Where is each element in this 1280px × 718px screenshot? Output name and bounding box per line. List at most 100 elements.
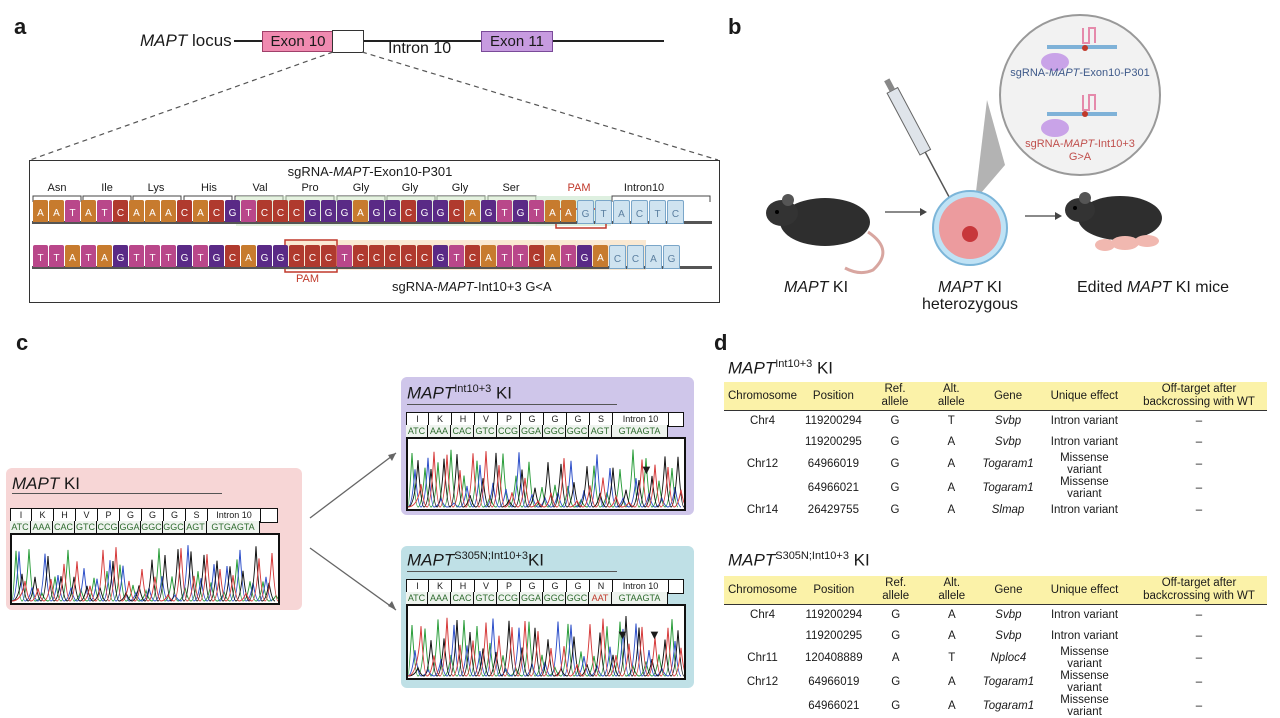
table-cell: 119200295 bbox=[805, 629, 863, 642]
table-cell: A bbox=[947, 629, 956, 642]
base-block: T bbox=[97, 200, 112, 222]
base-block: A bbox=[241, 245, 256, 267]
circle-sg2-label: sgRNA-MAPT-Int10+3 G>A bbox=[1025, 138, 1135, 163]
base-cell: GTC bbox=[474, 592, 497, 604]
trace-line bbox=[407, 615, 685, 677]
base-block: T bbox=[649, 200, 666, 224]
sg1-title: sgRNA-MAPT-Exon10-P301 bbox=[287, 164, 453, 179]
panel-label-c: c bbox=[16, 330, 29, 355]
base-block: G bbox=[321, 200, 336, 222]
table-cell: 119200295 bbox=[805, 435, 862, 448]
chromatogram bbox=[10, 533, 283, 605]
aa-label: Ser bbox=[502, 182, 520, 194]
base-cell: AAT bbox=[589, 592, 612, 604]
base-cell: GGA bbox=[520, 425, 543, 437]
column-header: Alt. allele bbox=[924, 382, 979, 411]
branch-arrows bbox=[309, 452, 397, 611]
mouse1-label: MAPT KI bbox=[784, 279, 849, 296]
base-cell: AAA bbox=[31, 521, 53, 533]
codon-cell: G bbox=[567, 413, 590, 426]
base-block: G bbox=[257, 245, 272, 267]
base-cell: GGC bbox=[141, 521, 163, 533]
table-cell: A bbox=[947, 609, 956, 622]
table-cell: Chr4 bbox=[750, 609, 775, 622]
table-cell: A bbox=[947, 676, 956, 689]
base-cell: AGT bbox=[185, 521, 207, 533]
column-header: Gene bbox=[978, 382, 1038, 411]
codon-cell: G bbox=[521, 413, 544, 426]
table-cell: Intron variant bbox=[1050, 609, 1119, 622]
base-block: C bbox=[417, 245, 432, 267]
trace-line bbox=[407, 618, 682, 677]
base-block: G bbox=[433, 200, 448, 222]
egg-label: MAPT KI heterozygous bbox=[921, 279, 1019, 313]
base-block: A bbox=[481, 245, 496, 267]
table-cell bbox=[724, 432, 801, 453]
base-block: C bbox=[305, 245, 320, 267]
codon-cell: P bbox=[98, 509, 120, 522]
base-block: G bbox=[273, 245, 288, 267]
column-header: Unique effect bbox=[1037, 382, 1131, 411]
column-header: Gene bbox=[978, 576, 1039, 605]
codon-cell: H bbox=[452, 413, 475, 426]
base-block: A bbox=[353, 200, 368, 222]
table-cell: G bbox=[890, 435, 900, 448]
table-cell: – bbox=[1195, 652, 1203, 665]
base-block: A bbox=[545, 245, 560, 267]
table-cell: G bbox=[891, 700, 901, 713]
base-block: T bbox=[241, 200, 256, 222]
table-cell bbox=[724, 694, 801, 718]
table-cell: – bbox=[1195, 609, 1203, 622]
sequence-zoom-box bbox=[29, 160, 720, 303]
table-cell: Svbp bbox=[994, 435, 1022, 448]
panel-label-d: d bbox=[714, 330, 728, 355]
trace-line bbox=[11, 548, 283, 602]
title-underline bbox=[407, 571, 617, 572]
table-cell: – bbox=[1195, 700, 1203, 713]
base-block: C bbox=[273, 200, 288, 222]
title-underline bbox=[407, 404, 617, 405]
base-block: G bbox=[369, 200, 384, 222]
base-block: C bbox=[177, 200, 192, 222]
base-block: T bbox=[65, 200, 80, 222]
base-block: T bbox=[33, 245, 48, 267]
codon-cell: G bbox=[142, 509, 164, 522]
table-cell: 64966019 bbox=[807, 458, 859, 471]
base-block: T bbox=[337, 245, 352, 267]
table-cell: – bbox=[1195, 435, 1203, 448]
base-cell: GGC bbox=[163, 521, 185, 533]
base-block: G bbox=[113, 245, 128, 267]
base-block: T bbox=[49, 245, 64, 267]
codon-cell: H bbox=[54, 509, 76, 522]
table-cell: 119200294 bbox=[805, 415, 862, 428]
table-cell: G bbox=[891, 629, 901, 642]
table-cell: Missense variant bbox=[1060, 646, 1109, 671]
codon-cell: S bbox=[186, 509, 208, 522]
table-cell: Intron variant bbox=[1050, 629, 1119, 642]
base-block: T bbox=[129, 245, 144, 267]
base-block: T bbox=[193, 245, 208, 267]
base-block: T bbox=[449, 245, 464, 267]
injection-diagram bbox=[766, 14, 1162, 275]
column-header: Alt. allele bbox=[924, 576, 979, 605]
base-cell: ATC bbox=[406, 592, 428, 604]
table-cell: 119200294 bbox=[805, 609, 863, 622]
codon-cell: P bbox=[498, 580, 521, 593]
codon-cell: Intron 10 bbox=[208, 509, 261, 522]
intron10-label: Intron 10 bbox=[388, 40, 452, 57]
trace-line bbox=[407, 619, 679, 677]
table-cell: Intron variant bbox=[1050, 415, 1118, 428]
table-cell: Togaram1 bbox=[982, 482, 1034, 495]
panel-label-b: b bbox=[728, 14, 742, 39]
pam-label-top: PAM bbox=[567, 182, 591, 194]
panel-label-a: a bbox=[14, 14, 27, 39]
base-block: A bbox=[81, 200, 96, 222]
codon-cell: I bbox=[407, 413, 429, 426]
base-cell: CCG bbox=[497, 425, 520, 437]
